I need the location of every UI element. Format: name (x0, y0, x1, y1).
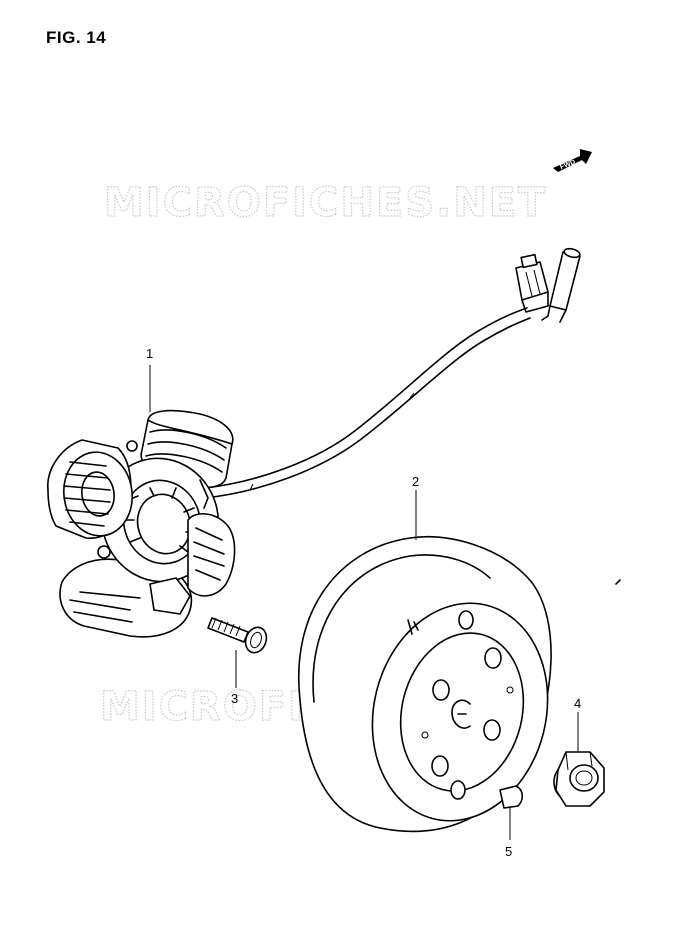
stray-mark (615, 579, 621, 585)
fwd-label: FWD (559, 159, 576, 171)
callout-2: 2 (412, 474, 419, 489)
woodruff-key-icon (499, 785, 524, 809)
callout-3: 3 (231, 691, 238, 706)
screw-icon (207, 617, 268, 654)
connector-plug-icon (515, 253, 549, 313)
forward-arrow-icon: FWD (553, 149, 592, 172)
bullet-connector-icon (541, 247, 581, 323)
callout-5: 5 (505, 844, 512, 859)
wire-harness-icon (204, 247, 581, 499)
stator-assembly-icon (47, 409, 236, 638)
flange-nut-icon (553, 751, 605, 807)
callout-1: 1 (146, 346, 153, 361)
flywheel-rotor-icon (298, 535, 552, 833)
callout-4: 4 (574, 696, 581, 711)
figure-title: FIG. 14 (46, 28, 107, 47)
callout-leaders (149, 365, 579, 840)
watermark-top: MICROFICHES.NET (104, 180, 547, 226)
